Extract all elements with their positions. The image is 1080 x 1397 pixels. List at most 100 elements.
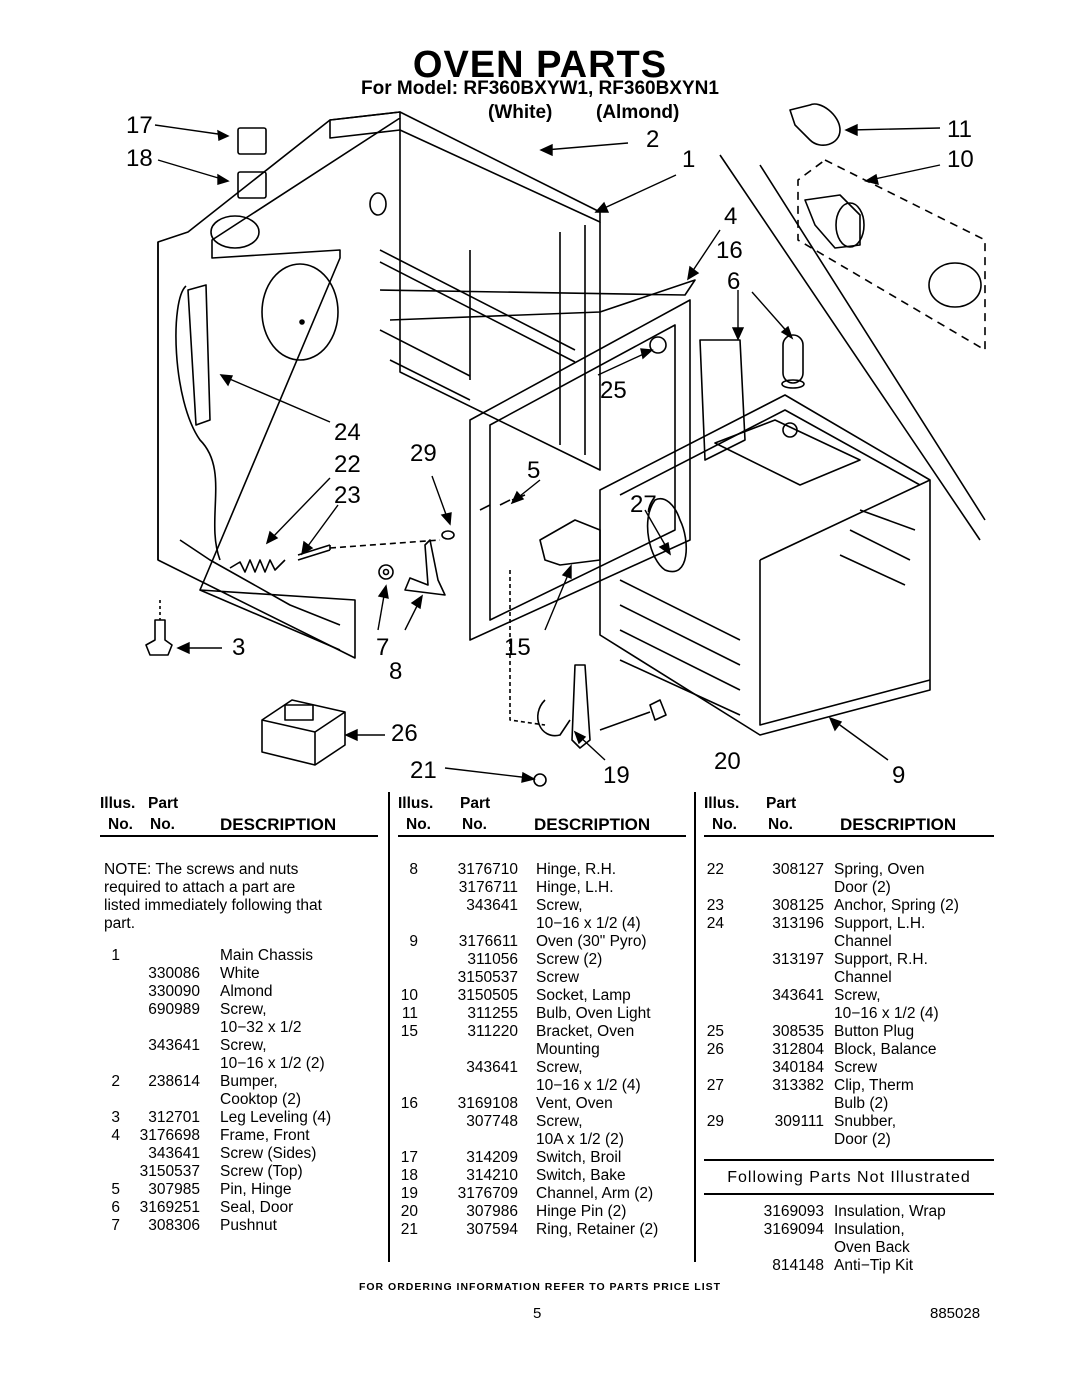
part-number: 330086 — [148, 965, 200, 982]
part-number: 330090 — [148, 983, 200, 1000]
part-description: Hinge, L.H. — [536, 879, 614, 896]
part-description: Pin, Hinge — [220, 1181, 292, 1198]
button-plug — [649, 336, 667, 354]
page-title: OVEN PARTS — [412, 44, 668, 86]
illus-number: 26 — [706, 1041, 724, 1058]
fan-disc — [261, 263, 339, 361]
illus-number: 11 — [401, 1005, 418, 1022]
callout-20: 20 — [714, 748, 741, 775]
illus-number: 2 — [111, 1073, 120, 1090]
part-description: Screw, — [220, 1037, 267, 1054]
illus-number: 7 — [111, 1217, 120, 1234]
oven-bulb — [789, 103, 841, 146]
part-number: 343641 — [148, 1037, 200, 1054]
part-description: Clip, Therm — [834, 1077, 914, 1094]
illus-number: 25 — [706, 1023, 724, 1040]
part-description: Switch, Broil — [536, 1149, 622, 1166]
callout-9: 9 — [892, 762, 906, 789]
header-description: DESCRIPTION — [220, 815, 337, 834]
parts-row: 10−16 x 1/2 (2) — [100, 1055, 378, 1073]
part-number: 814148 — [772, 1257, 824, 1274]
header-part-no: No. — [462, 816, 487, 833]
callout-11: 11 — [947, 116, 972, 143]
parts-row: 1 Main Chassis — [100, 947, 378, 965]
part-description: 10−16 x 1/2 (4) — [536, 1077, 641, 1094]
part-number: 3176710 — [457, 861, 518, 878]
front-frame — [469, 299, 691, 641]
callout-6: 6 — [727, 268, 741, 295]
callout-10: 10 — [947, 146, 974, 173]
header-part: Part — [460, 795, 491, 812]
callout-3: 3 — [232, 634, 246, 661]
balance-block — [261, 699, 346, 766]
callout-7: 7 — [376, 634, 390, 661]
callout-23: 23 — [334, 482, 361, 509]
parts-row: Cooktop (2) — [100, 1091, 378, 1109]
column-divider-1 — [388, 792, 390, 1262]
part-description: Bracket, Oven — [536, 1023, 635, 1040]
callout-17: 17 — [126, 112, 153, 139]
part-number: 3169094 — [763, 1221, 824, 1238]
part-description: 10A x 1/2 (2) — [536, 1131, 624, 1148]
part-description: Leg Leveling (4) — [220, 1109, 332, 1126]
header-part: Part — [148, 795, 179, 812]
part-description: Door (2) — [834, 1131, 891, 1148]
illus-number: 6 — [111, 1199, 120, 1216]
part-description: Screw (Sides) — [220, 1145, 317, 1162]
part-description: Snubber, — [834, 1113, 897, 1130]
model-line: For Model: RF360BXYW1, RF360BXYN1 — [361, 78, 719, 99]
callout-27: 27 — [630, 491, 657, 518]
header-part: Part — [766, 795, 797, 812]
part-description: Screw, — [834, 987, 881, 1004]
part-description: Almond — [220, 983, 273, 1000]
part-number: 3150537 — [457, 969, 518, 986]
not-illustrated-heading: Following Parts Not Illustrated — [727, 1169, 971, 1186]
part-description: Socket, Lamp — [536, 987, 631, 1004]
part-number: 312804 — [772, 1041, 824, 1058]
part-number: 307594 — [466, 1221, 518, 1238]
callout-2: 2 — [646, 126, 660, 153]
callout-25: 25 — [600, 377, 627, 404]
illus-number: 21 — [400, 1221, 418, 1238]
illus-number: 16 — [400, 1095, 418, 1112]
column-divider-2 — [694, 792, 696, 1262]
part-description: Frame, Front — [220, 1127, 310, 1144]
part-description: Bulb (2) — [834, 1095, 889, 1112]
header-no: No. — [406, 816, 431, 833]
part-description: Main Chassis — [220, 947, 314, 964]
part-number: 340184 — [772, 1059, 824, 1076]
header-part-no: No. — [150, 816, 175, 833]
column-1-rule — [100, 835, 378, 837]
illus-number: 17 — [400, 1149, 418, 1166]
part-number: 307985 — [148, 1181, 200, 1198]
part-number: 307986 — [466, 1203, 518, 1220]
part-description: Bulb, Oven Light — [536, 1005, 651, 1022]
part-description: 10−32 x 1/2 — [220, 1019, 302, 1036]
part-number: 238614 — [148, 1073, 200, 1090]
callout-15: 15 — [504, 634, 531, 661]
callout-5: 5 — [527, 457, 541, 484]
pushnut — [378, 564, 394, 580]
chassis-back-wall — [399, 118, 601, 471]
illus-number: 1 — [111, 947, 120, 964]
parts-row: Door (2) — [704, 1131, 994, 1149]
illus-number: 10 — [400, 987, 418, 1004]
part-description: Switch, Bake — [536, 1167, 626, 1184]
